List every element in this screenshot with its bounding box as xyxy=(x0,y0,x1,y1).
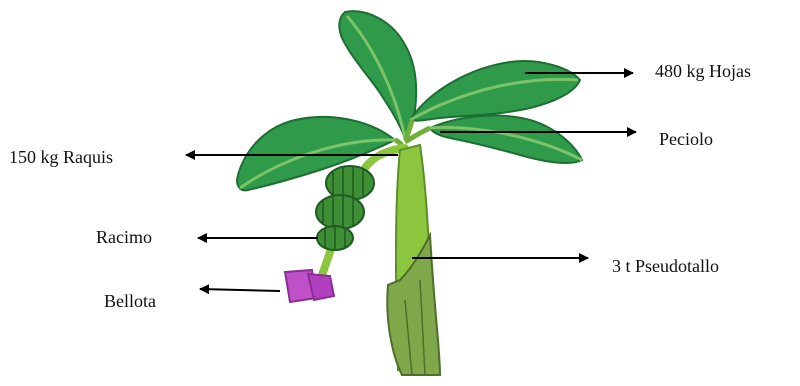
label-raquis: 150 kg Raquis xyxy=(9,148,113,166)
leaf-right-lower xyxy=(430,116,582,163)
flower-bud xyxy=(285,270,334,302)
label-pseudotallo: 3 t Pseudotallo xyxy=(612,257,719,275)
leaf-right-upper xyxy=(410,61,580,121)
label-racimo: Racimo xyxy=(96,228,152,246)
label-bellota: Bellota xyxy=(104,292,156,310)
label-peciolo: Peciolo xyxy=(659,130,713,148)
arrow-bellota xyxy=(200,289,280,291)
label-hojas: 480 kg Hojas xyxy=(655,62,751,80)
pseudostem xyxy=(387,145,440,375)
fruit-bunch xyxy=(316,166,374,250)
